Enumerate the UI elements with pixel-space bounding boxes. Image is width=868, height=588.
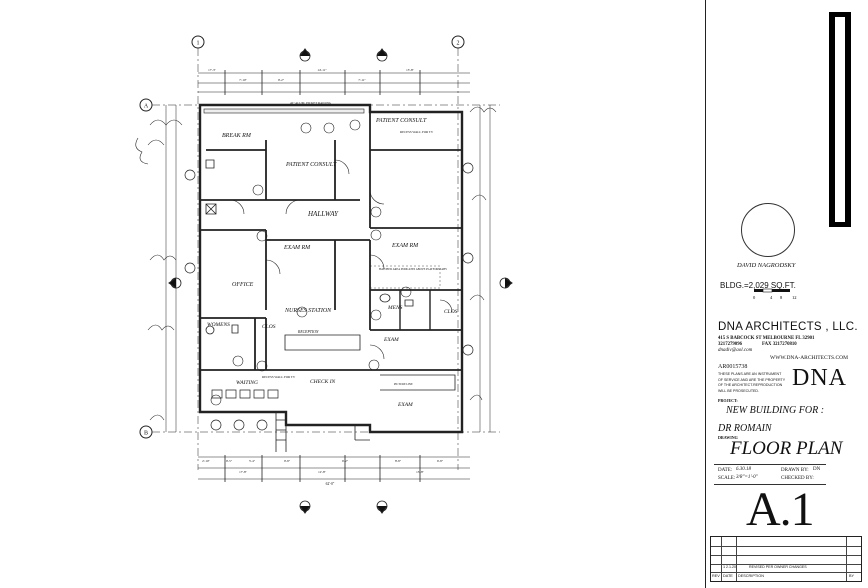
room-exam-low: EXAM bbox=[397, 402, 413, 408]
grid-label-b: B bbox=[144, 431, 148, 437]
dim-overall-bottom: 62'-0" bbox=[326, 482, 335, 486]
date-value: 6.30.18 bbox=[736, 467, 751, 472]
revision-header-description: DESCRIPTION bbox=[738, 574, 764, 578]
plan-labels: 1 2 A B BREAK RM PATIENT CONSULT PATIENT… bbox=[144, 41, 460, 487]
title-divider-2 bbox=[714, 484, 826, 485]
room-mens: MENS bbox=[387, 305, 403, 311]
drawn-value: DN bbox=[813, 467, 821, 472]
firm-fax: FAX 3217270810 bbox=[762, 342, 797, 347]
room-clos-left: CLOS bbox=[262, 324, 276, 330]
graphic-scale: 0 4 8 12 bbox=[753, 288, 797, 300]
room-patient-consult-1: PATIENT CONSULT bbox=[375, 118, 427, 124]
scale-tick-4: 4 bbox=[770, 295, 773, 300]
scale-label: SCALE: bbox=[718, 476, 736, 481]
drawing-label: DRAWING bbox=[718, 435, 738, 440]
landscape-cloud-right bbox=[469, 106, 497, 401]
building-outline bbox=[184, 103, 474, 434]
revision-header-date: DATE bbox=[723, 574, 733, 578]
scale-tick-8: 8 bbox=[780, 295, 783, 300]
dim-bot-5: 6'-2" bbox=[342, 459, 349, 463]
dim-bot-9: 12'-8" bbox=[318, 470, 326, 474]
architect-seal bbox=[741, 203, 795, 257]
sheet-number: A.1 bbox=[746, 483, 815, 536]
revision-header-rev: REV bbox=[712, 574, 720, 578]
room-exam-left: EXAM RM bbox=[283, 245, 311, 251]
room-nurses-station: NURSES STATION bbox=[284, 308, 332, 314]
room-break-rm: BREAK RM bbox=[222, 133, 252, 139]
dim-bot-6: 8'-8" bbox=[395, 459, 402, 463]
dim-bot-7: 6'-8" bbox=[437, 459, 444, 463]
grid-label-1: 1 bbox=[197, 41, 200, 47]
firm-address: 415 S BABCOCK ST MELBOURNE FL 32901 bbox=[718, 336, 815, 341]
firm-website[interactable]: WWW.DNA-ARCHITECTS.COM bbox=[770, 355, 849, 361]
firm-name: DNA ARCHITECTS , LLC. bbox=[718, 321, 858, 333]
dim-bot-10: 15'-8" bbox=[416, 470, 424, 474]
building-area: BLDG.=2,029 SQ.FT. bbox=[720, 281, 796, 290]
room-office: OFFICE bbox=[232, 282, 254, 288]
dim-top-1: 17'-3" bbox=[208, 68, 216, 72]
dim-top-2: 7'-10" bbox=[239, 78, 247, 82]
dim-bot-2: 9'-5" bbox=[226, 459, 233, 463]
project-line-1: NEW BUILDING FOR : bbox=[726, 405, 825, 416]
checked-label: CHECKED BY: bbox=[781, 476, 814, 481]
title-block: DAVID NAGRODSKY BLDG.=2,029 SQ.FT. 0 4 8… bbox=[705, 0, 868, 588]
dim-top-5: 7'-11" bbox=[358, 78, 366, 82]
landscape-cloud-left bbox=[135, 119, 183, 421]
note-hatched-area: HATCHED AREA INDICATES ABOVE PLATFORM AB… bbox=[379, 268, 447, 271]
room-patient-consult-2: PATIENT CONSULT bbox=[285, 162, 337, 168]
section-marker-side bbox=[168, 277, 513, 289]
dim-top-4: 14'-11" bbox=[317, 68, 327, 72]
title-divider-1 bbox=[714, 464, 826, 465]
dimension-lines bbox=[165, 70, 491, 482]
note-recess-wall-bottom: RECESS WALL FOR TV bbox=[262, 375, 296, 379]
project-label: PROJECT: bbox=[718, 398, 738, 403]
note-recess-wall-top: RECESS WALL FOR TV bbox=[400, 130, 434, 134]
grid-label-a: A bbox=[144, 104, 149, 110]
floor-plan-drawing: 1 2 A B BREAK RM PATIENT CONSULT PATIENT… bbox=[135, 35, 513, 514]
project-line-2: DR ROMAIN bbox=[718, 423, 772, 434]
room-check-in: CHECK IN bbox=[310, 379, 336, 385]
room-exam-right: EXAM RM bbox=[391, 243, 419, 249]
note-picture-line: PICTURE LINE bbox=[394, 383, 413, 386]
drawn-label: DRAWN BY: bbox=[781, 468, 809, 473]
note-picket-railing: 42" ALUM. PICKET RAILING bbox=[290, 101, 332, 105]
scale-tick-0: 0 bbox=[753, 295, 756, 300]
designer-name: DAVID NAGRODSKY bbox=[737, 262, 796, 269]
revision-row-1-date: 2.1.20 bbox=[726, 565, 736, 569]
dim-top-3: 9'-2" bbox=[278, 78, 285, 82]
room-reception: RECEPTION bbox=[297, 330, 319, 334]
date-label: DATE: bbox=[718, 468, 733, 473]
section-marker-bottom bbox=[299, 500, 388, 514]
grid-bubble-a bbox=[139, 98, 500, 112]
firm-license: AR0015738 bbox=[718, 364, 748, 370]
scale-value: 3/8"=1'-0" bbox=[736, 475, 758, 480]
entry-steps bbox=[275, 412, 370, 452]
room-clos-right: CLOS bbox=[444, 309, 458, 315]
title-block-border-inner bbox=[835, 17, 845, 222]
room-womens: WOMENS bbox=[207, 322, 230, 328]
revision-row-1-description: REVISED PER OWNER CHANGES bbox=[749, 565, 807, 569]
dim-bot-4: 9'-8" bbox=[284, 459, 291, 463]
room-exam-mid: EXAM bbox=[383, 337, 399, 343]
room-hallway: HALLWAY bbox=[307, 210, 339, 218]
revision-header-by: BY bbox=[849, 574, 855, 578]
room-waiting: WAITING bbox=[236, 380, 258, 386]
dim-bot-3: 5'-4" bbox=[249, 459, 256, 463]
firm-email[interactable]: dnadiv@aol.com bbox=[718, 348, 753, 353]
grid-label-2: 2 bbox=[457, 41, 460, 47]
revision-table: 1 2.1.20 REVISED PER OWNER CHANGES REV D… bbox=[710, 536, 862, 582]
grid-bubble-2 bbox=[451, 35, 465, 470]
revision-row-1-rev: 1 bbox=[723, 565, 726, 569]
firm-phone: 3217279096 bbox=[718, 342, 742, 347]
firm-logo: DNA bbox=[792, 365, 847, 391]
scale-tick-12: 12 bbox=[792, 295, 797, 300]
drawing-title: FLOOR PLAN bbox=[730, 438, 843, 459]
dim-bot-8: 17'-8" bbox=[239, 470, 247, 474]
dim-top-6: 15'-8" bbox=[406, 68, 414, 72]
dim-bot-1: 2'-10" bbox=[202, 459, 210, 463]
section-marker-top bbox=[299, 48, 388, 62]
grid-bubble-1 bbox=[191, 35, 205, 470]
ownership-disclaimer: THESE PLANS ARE AN INSTRUMENT OF SERVICE… bbox=[718, 372, 786, 393]
